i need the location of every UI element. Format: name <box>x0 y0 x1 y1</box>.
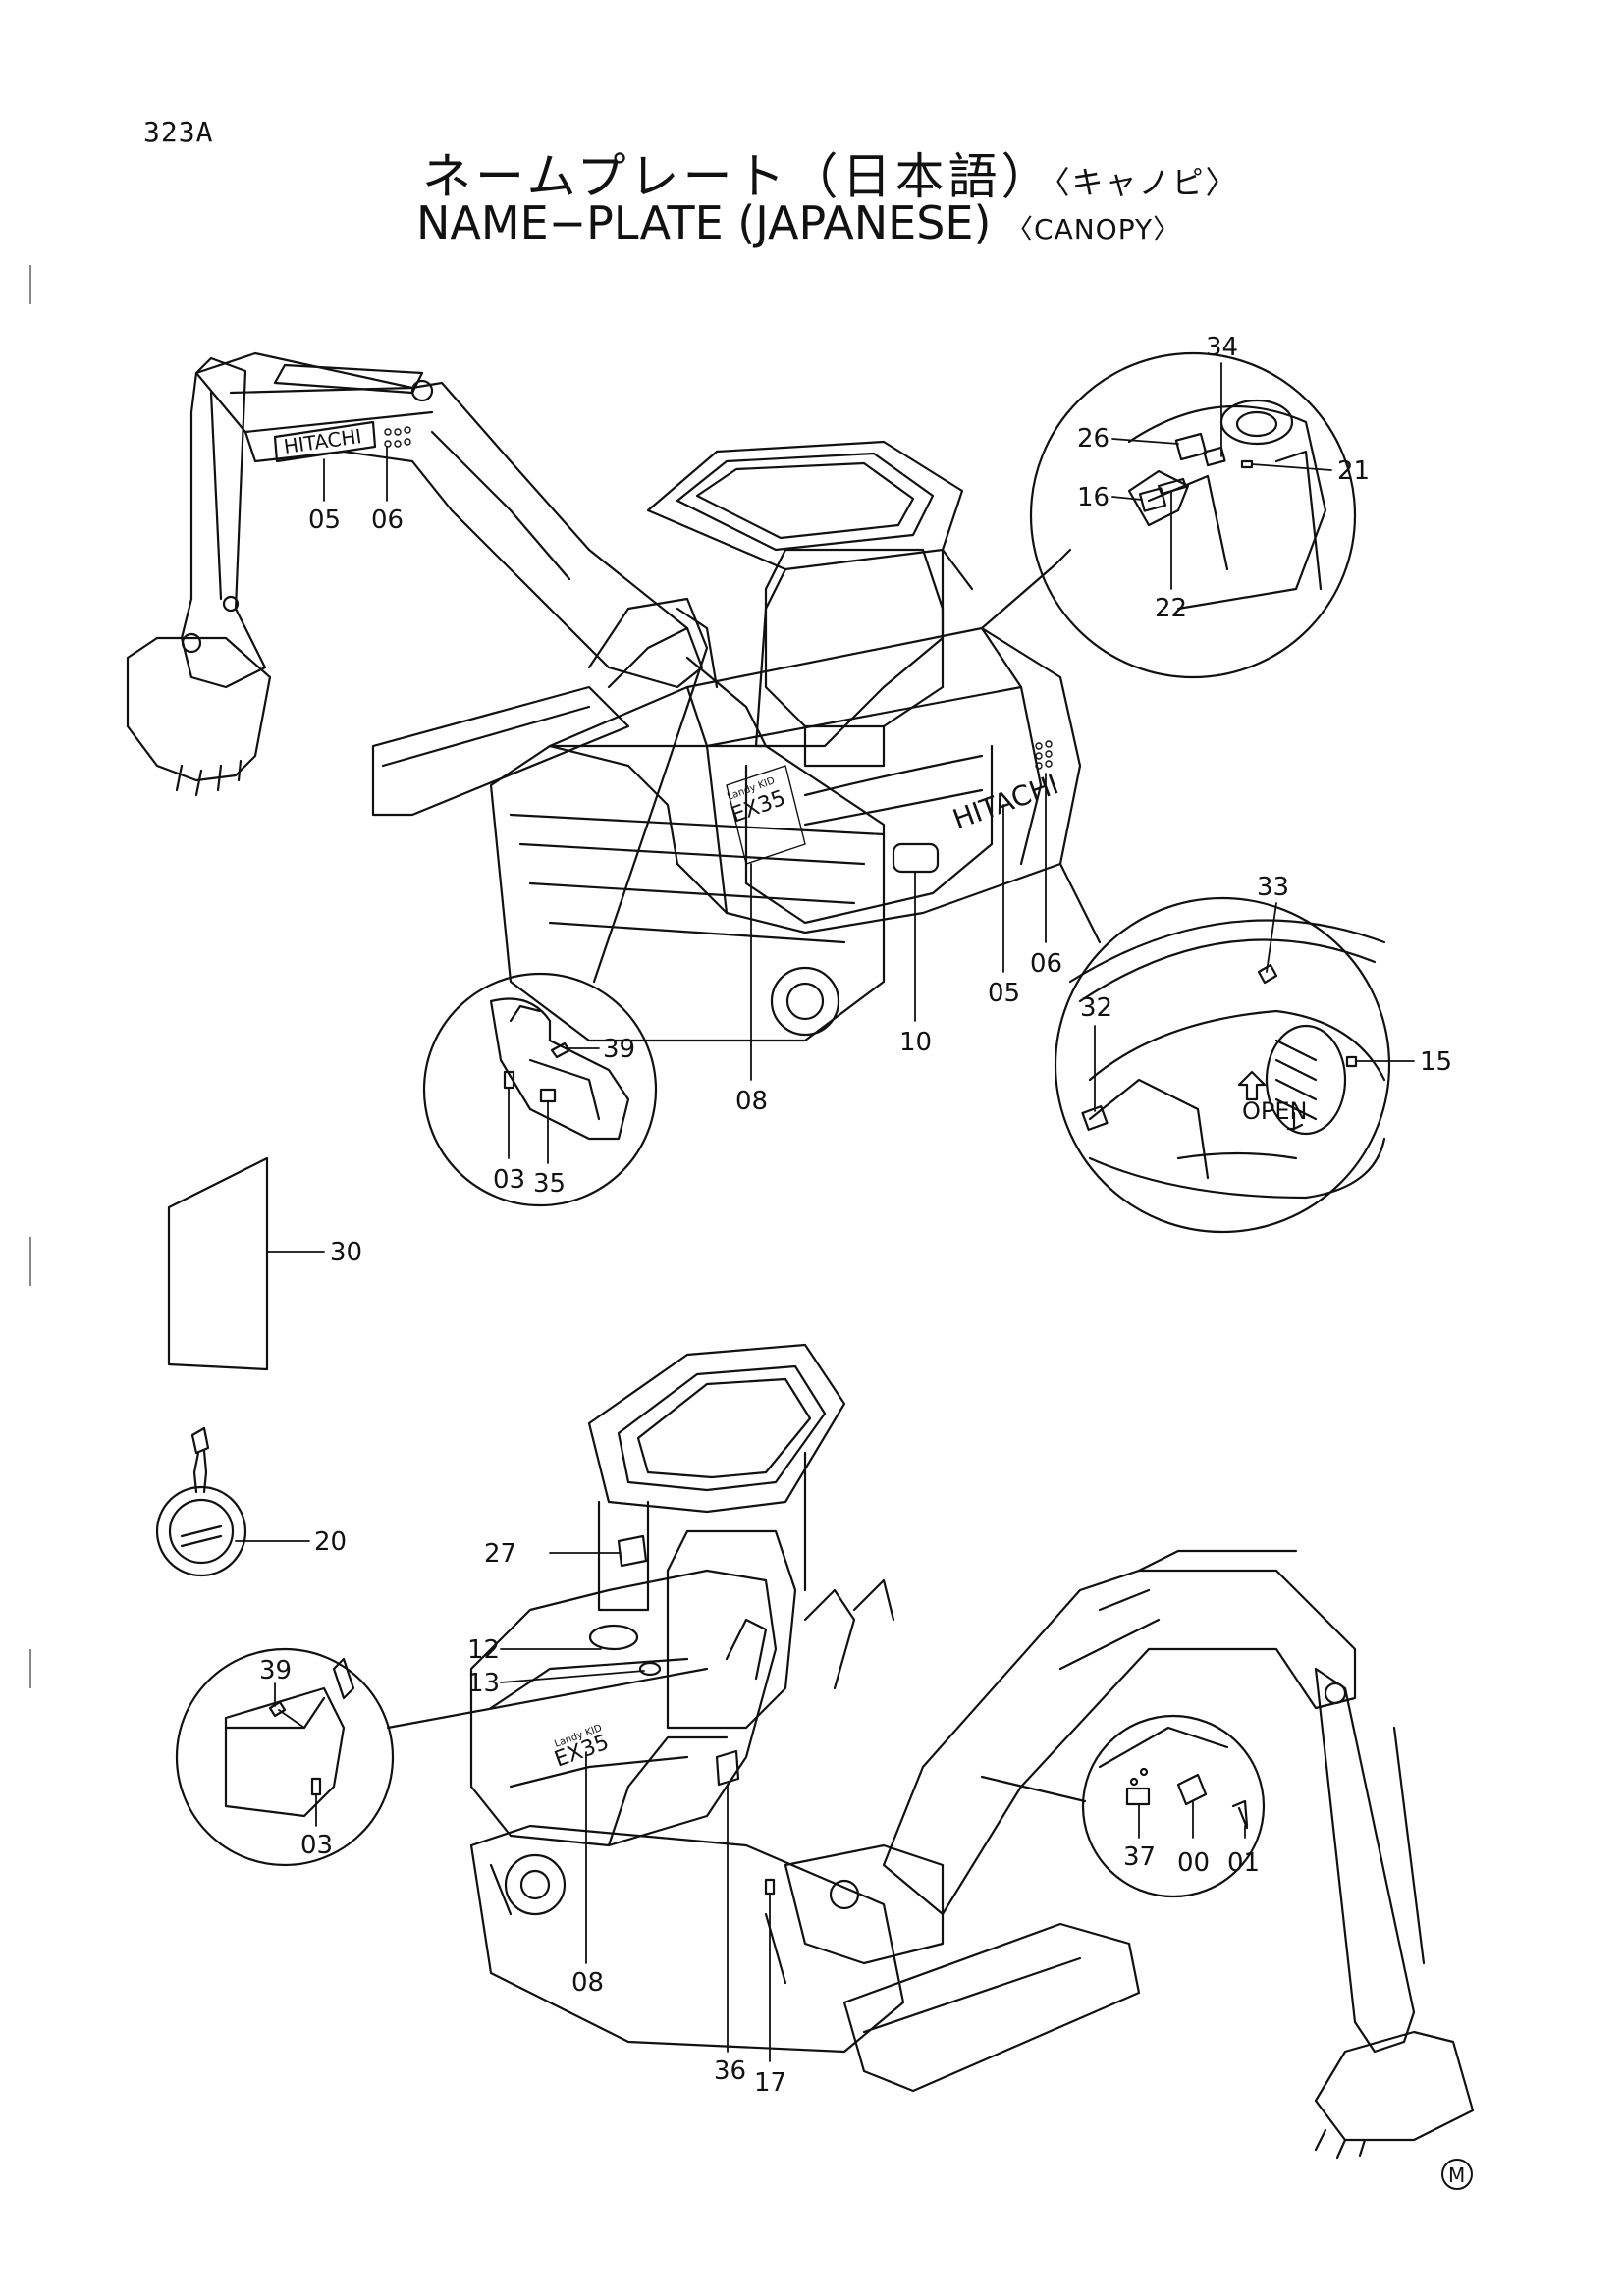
callout-37: 37 <box>1123 1842 1156 1872</box>
detail-circle-plate-lower <box>980 1714 1266 1898</box>
callout-01: 01 <box>1227 1848 1260 1878</box>
open-text: OPEN <box>1242 1097 1307 1125</box>
key-tag <box>155 1426 247 1577</box>
callout-22: 22 <box>1155 594 1187 623</box>
title-japanese: ネームプレート（日本語）〈キャノピ〉 <box>422 137 1239 208</box>
title-en-main: NAME−PLATE (JAPANESE) <box>416 196 992 249</box>
callout-15: 15 <box>1420 1047 1452 1077</box>
callout-32: 32 <box>1080 993 1112 1023</box>
detail-circle-engine: OPEN <box>1054 862 1391 1234</box>
callout-12: 12 <box>467 1635 500 1665</box>
callout-16: 16 <box>1077 483 1109 512</box>
callout-26: 26 <box>1077 424 1109 454</box>
callout-06-body: 06 <box>1030 949 1062 979</box>
margin-mark <box>29 265 31 304</box>
callout-27: 27 <box>484 1539 516 1569</box>
circled-m-marker: M <box>1441 2159 1473 2190</box>
callout-34: 34 <box>1206 333 1238 362</box>
callout-13: 13 <box>467 1669 500 1698</box>
marker-text: M <box>1448 2163 1465 2187</box>
callout-numbers: 05 06 34 26 21 16 22 33 32 15 05 06 10 0… <box>259 333 1452 2098</box>
callout-10: 10 <box>899 1028 932 1057</box>
callout-36: 36 <box>714 2056 746 2086</box>
callout-33: 33 <box>1257 873 1289 902</box>
callout-30: 30 <box>330 1238 362 1267</box>
callout-20: 20 <box>314 1527 347 1557</box>
margin-mark <box>29 1649 31 1688</box>
callout-06: 06 <box>371 506 404 535</box>
title-jp-main: ネームプレート（日本語） <box>422 148 1055 205</box>
callout-05: 05 <box>308 506 341 535</box>
upper-excavator-drawing: HITACHI <box>126 351 1082 1042</box>
detail-circle-top <box>980 351 1357 679</box>
callout-35: 35 <box>533 1169 566 1199</box>
leader-lines <box>235 362 1415 2062</box>
margin-mark <box>29 1237 31 1286</box>
callout-39-lower: 39 <box>259 1656 292 1685</box>
page-code: 323A <box>143 116 214 148</box>
detail-circle-lever-lower <box>175 1647 709 1867</box>
manual-book <box>167 1156 269 1371</box>
callout-05-body: 05 <box>988 979 1020 1008</box>
callout-21: 21 <box>1337 456 1370 486</box>
title-english: NAME−PLATE (JAPANESE) 〈CANOPY〉 <box>416 196 1181 249</box>
title-jp-sub: 〈キャノピ〉 <box>1054 164 1239 201</box>
callout-03-lower: 03 <box>300 1831 333 1860</box>
callout-00: 00 <box>1177 1848 1210 1878</box>
title-en-sub: 〈CANOPY〉 <box>1005 213 1182 245</box>
callout-17: 17 <box>754 2068 786 2098</box>
callout-03: 03 <box>493 1165 525 1195</box>
callout-08-lower: 08 <box>571 1968 604 1998</box>
detail-circle-lever-upper <box>422 705 689 1207</box>
lower-excavator-drawing: EX35 Landy KID <box>469 1343 1475 2160</box>
callout-08: 08 <box>735 1087 768 1116</box>
callout-39: 39 <box>603 1035 635 1064</box>
